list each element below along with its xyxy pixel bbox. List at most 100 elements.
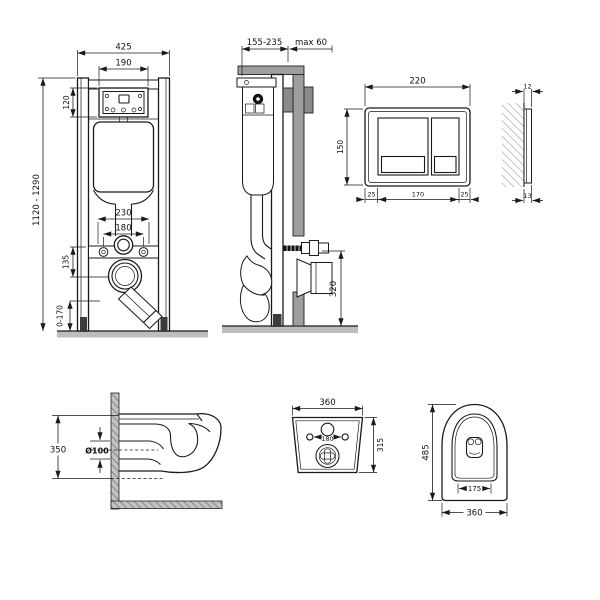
window-screw — [105, 94, 109, 98]
ext-line — [90, 440, 110, 460]
flush-valve-head — [118, 94, 130, 104]
ext-line — [523, 89, 532, 107]
dim-buttons-span: 170 — [412, 191, 424, 199]
pipe-step-end — [318, 242, 329, 254]
dim-window-height: 120 — [62, 95, 71, 110]
window-bolt — [121, 107, 126, 113]
ext-line — [52, 415, 119, 479]
flush-plate-side-view: 12 13 — [502, 83, 543, 204]
pipe-step — [309, 240, 319, 256]
frame-foot-side — [273, 314, 282, 327]
dim-text-mask — [463, 507, 486, 517]
window-bolt — [110, 107, 116, 113]
dim-margin-left: 25 — [367, 191, 375, 199]
flush-inlet-hole — [320, 422, 335, 437]
bowl-profile — [119, 413, 222, 474]
dim-rear-height: 315 — [376, 438, 385, 453]
wall-hatch-band — [110, 392, 120, 510]
dim-bolt-span-outer: 230 — [115, 209, 131, 219]
frame-side-view: 155-235 max 60 320 — [222, 38, 358, 333]
cistern-body-side — [242, 86, 274, 196]
frame-foot — [80, 317, 87, 331]
drain-hole-ring — [318, 447, 337, 465]
flush-opening-arc — [468, 452, 481, 455]
drain-chute-socket — [142, 309, 163, 330]
bowl-rear-inner — [295, 420, 360, 470]
rim-notch — [196, 413, 203, 422]
fixing-bolt — [138, 247, 149, 257]
trap-lower — [239, 284, 270, 323]
wall-hatch — [502, 103, 524, 187]
big-flush-button — [377, 117, 429, 176]
wall-lower — [292, 291, 305, 327]
plate-inner-edge — [368, 111, 467, 183]
rim-inner — [454, 416, 495, 479]
supply-port-inner — [117, 238, 130, 252]
dim-plate-width: 220 — [409, 77, 425, 87]
dim-plate-height: 150 — [336, 140, 345, 155]
dim-outlet-height: 320 — [329, 281, 339, 297]
valve-block — [255, 103, 265, 114]
bowl-rear-view: 180 360 315 — [291, 398, 385, 474]
cistern-lid-side — [236, 77, 277, 88]
dim-outlet-drop: 135 — [62, 255, 71, 270]
dim-plate-projection-top: 12 — [523, 83, 531, 91]
floor-band — [222, 326, 358, 333]
bowl-plan-view: 175 485 360 — [422, 403, 508, 519]
valve-connector — [119, 117, 128, 122]
dim-outlet-diameter: Ø100 — [85, 446, 109, 456]
fixing-bolt-center — [141, 249, 146, 255]
drain-elbow-ring — [111, 262, 139, 290]
trap-weir — [169, 422, 199, 458]
drain-chute-line — [124, 293, 151, 318]
top-bracket — [237, 65, 305, 75]
wall-anchor-back — [303, 86, 314, 114]
fixing-bolt-center — [101, 249, 106, 255]
stud-nut — [301, 242, 310, 254]
flush-plate-front-view: 220 150 25 170 25 — [336, 77, 479, 203]
drain-cross-h — [319, 452, 336, 460]
ext-line — [523, 185, 532, 203]
flush-opening — [465, 436, 484, 459]
fixing-bolt — [98, 247, 109, 257]
dim-bowl-height: 350 — [50, 446, 66, 456]
dim-bolt-span-inner: 180 — [115, 224, 131, 234]
dim-front-clearance: max 60 — [295, 38, 327, 48]
dim-margin-right: 25 — [460, 191, 468, 199]
bowl-section-view: 350 Ø100 — [50, 392, 223, 510]
dim-plate-projection-bottom: 13 — [523, 192, 531, 200]
outlet-bell — [296, 258, 312, 298]
flush-bend-pipe — [250, 195, 272, 260]
frame-right-rail — [157, 77, 171, 332]
window-screw — [138, 107, 142, 111]
flush-opening-lobe — [467, 438, 475, 446]
wall-anchor-block — [282, 87, 294, 113]
ext-line — [97, 222, 150, 244]
rim-inner — [119, 423, 172, 437]
frame-foot — [160, 317, 168, 331]
drain-hole — [315, 443, 340, 469]
rim-outer — [451, 413, 498, 482]
big-button-bar — [380, 155, 426, 174]
ext-line — [103, 237, 144, 246]
dim-tick — [457, 483, 492, 494]
small-flush-button — [430, 117, 460, 176]
mount-hole-left — [306, 433, 314, 441]
outlet-pipe-curves — [146, 440, 164, 465]
dim-hole-span: 180 — [321, 435, 333, 443]
outlet-pipe-lines — [119, 440, 149, 460]
frame-front-view: 425 190 120 1120 - 1290 230 180 135 0-17… — [32, 43, 208, 338]
cistern-taper — [93, 189, 154, 205]
small-button-bar — [433, 155, 457, 174]
flush-opening-lobe — [474, 438, 482, 446]
ext-line — [364, 188, 471, 203]
floor-band — [57, 331, 208, 338]
dim-outlet-height-range: 0-170 — [56, 305, 65, 327]
dim-inner-width: 175 — [468, 485, 481, 493]
fill-valve-center — [256, 97, 260, 101]
plate-outline — [364, 107, 471, 187]
wall-upper — [292, 73, 305, 237]
mount-hole-right — [341, 433, 349, 441]
